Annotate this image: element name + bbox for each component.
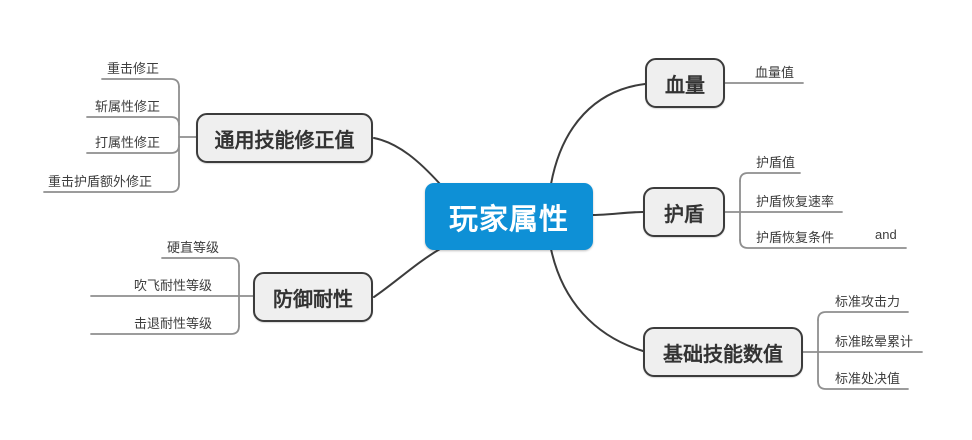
topic-shield-regen-condition[interactable]: 护盾恢复条件 <box>756 230 835 245</box>
branch-defense-resistances[interactable]: 防御耐性 <box>253 272 373 322</box>
topic-shield-regen-rate[interactable]: 护盾恢复速率 <box>756 194 835 209</box>
line-shield-value <box>739 172 801 182</box>
branch-hp[interactable]: 血量 <box>645 58 725 108</box>
trunk-to-hp <box>550 83 646 185</box>
branch-base-skill-values[interactable]: 基础技能数值 <box>643 327 803 377</box>
topic-and-label[interactable]: and <box>875 227 897 242</box>
branch-shield[interactable]: 护盾 <box>643 187 725 237</box>
central-topic[interactable]: 玩家属性 <box>425 183 593 250</box>
topic-std-stun-accumulation[interactable]: 标准眩晕累计 <box>835 334 914 349</box>
topic-hp-value[interactable]: 血量值 <box>755 65 795 80</box>
trunk-to-defense-resistances <box>373 248 441 298</box>
line-heavy-strike-modifier <box>101 78 180 88</box>
topic-stagger-level[interactable]: 硬直等级 <box>167 240 220 255</box>
line-knockback-resist-level <box>90 325 240 335</box>
line-heavy-strike-shield-extra <box>43 183 180 193</box>
topic-shield-value[interactable]: 护盾值 <box>756 155 796 170</box>
line-shield-regen-condition-and <box>739 239 907 249</box>
topic-heavy-strike-modifier[interactable]: 重击修正 <box>107 61 160 76</box>
line-slash-attr-modifier <box>86 116 180 126</box>
topic-std-attack-power[interactable]: 标准攻击力 <box>835 294 901 309</box>
line-std-attack-power <box>817 311 909 321</box>
trunk-to-shield <box>592 211 644 216</box>
topic-launch-resist-level[interactable]: 吹飞耐性等级 <box>134 278 213 293</box>
trunk-to-base-skill-values <box>550 248 644 352</box>
trunk-to-general-skill-modifiers <box>373 137 441 185</box>
topic-strike-attr-modifier[interactable]: 打属性修正 <box>95 135 161 150</box>
line-stagger-level <box>161 257 240 267</box>
topic-heavy-strike-shield-extra-modifier[interactable]: 重击护盾额外修正 <box>48 174 153 189</box>
topic-slash-attr-modifier[interactable]: 斩属性修正 <box>95 99 161 114</box>
topic-knockback-resist-level[interactable]: 击退耐性等级 <box>134 316 213 331</box>
line-std-execution-value <box>817 380 909 390</box>
branch-general-skill-modifiers[interactable]: 通用技能修正值 <box>196 113 373 163</box>
topic-std-execution-value[interactable]: 标准处决值 <box>835 371 901 386</box>
